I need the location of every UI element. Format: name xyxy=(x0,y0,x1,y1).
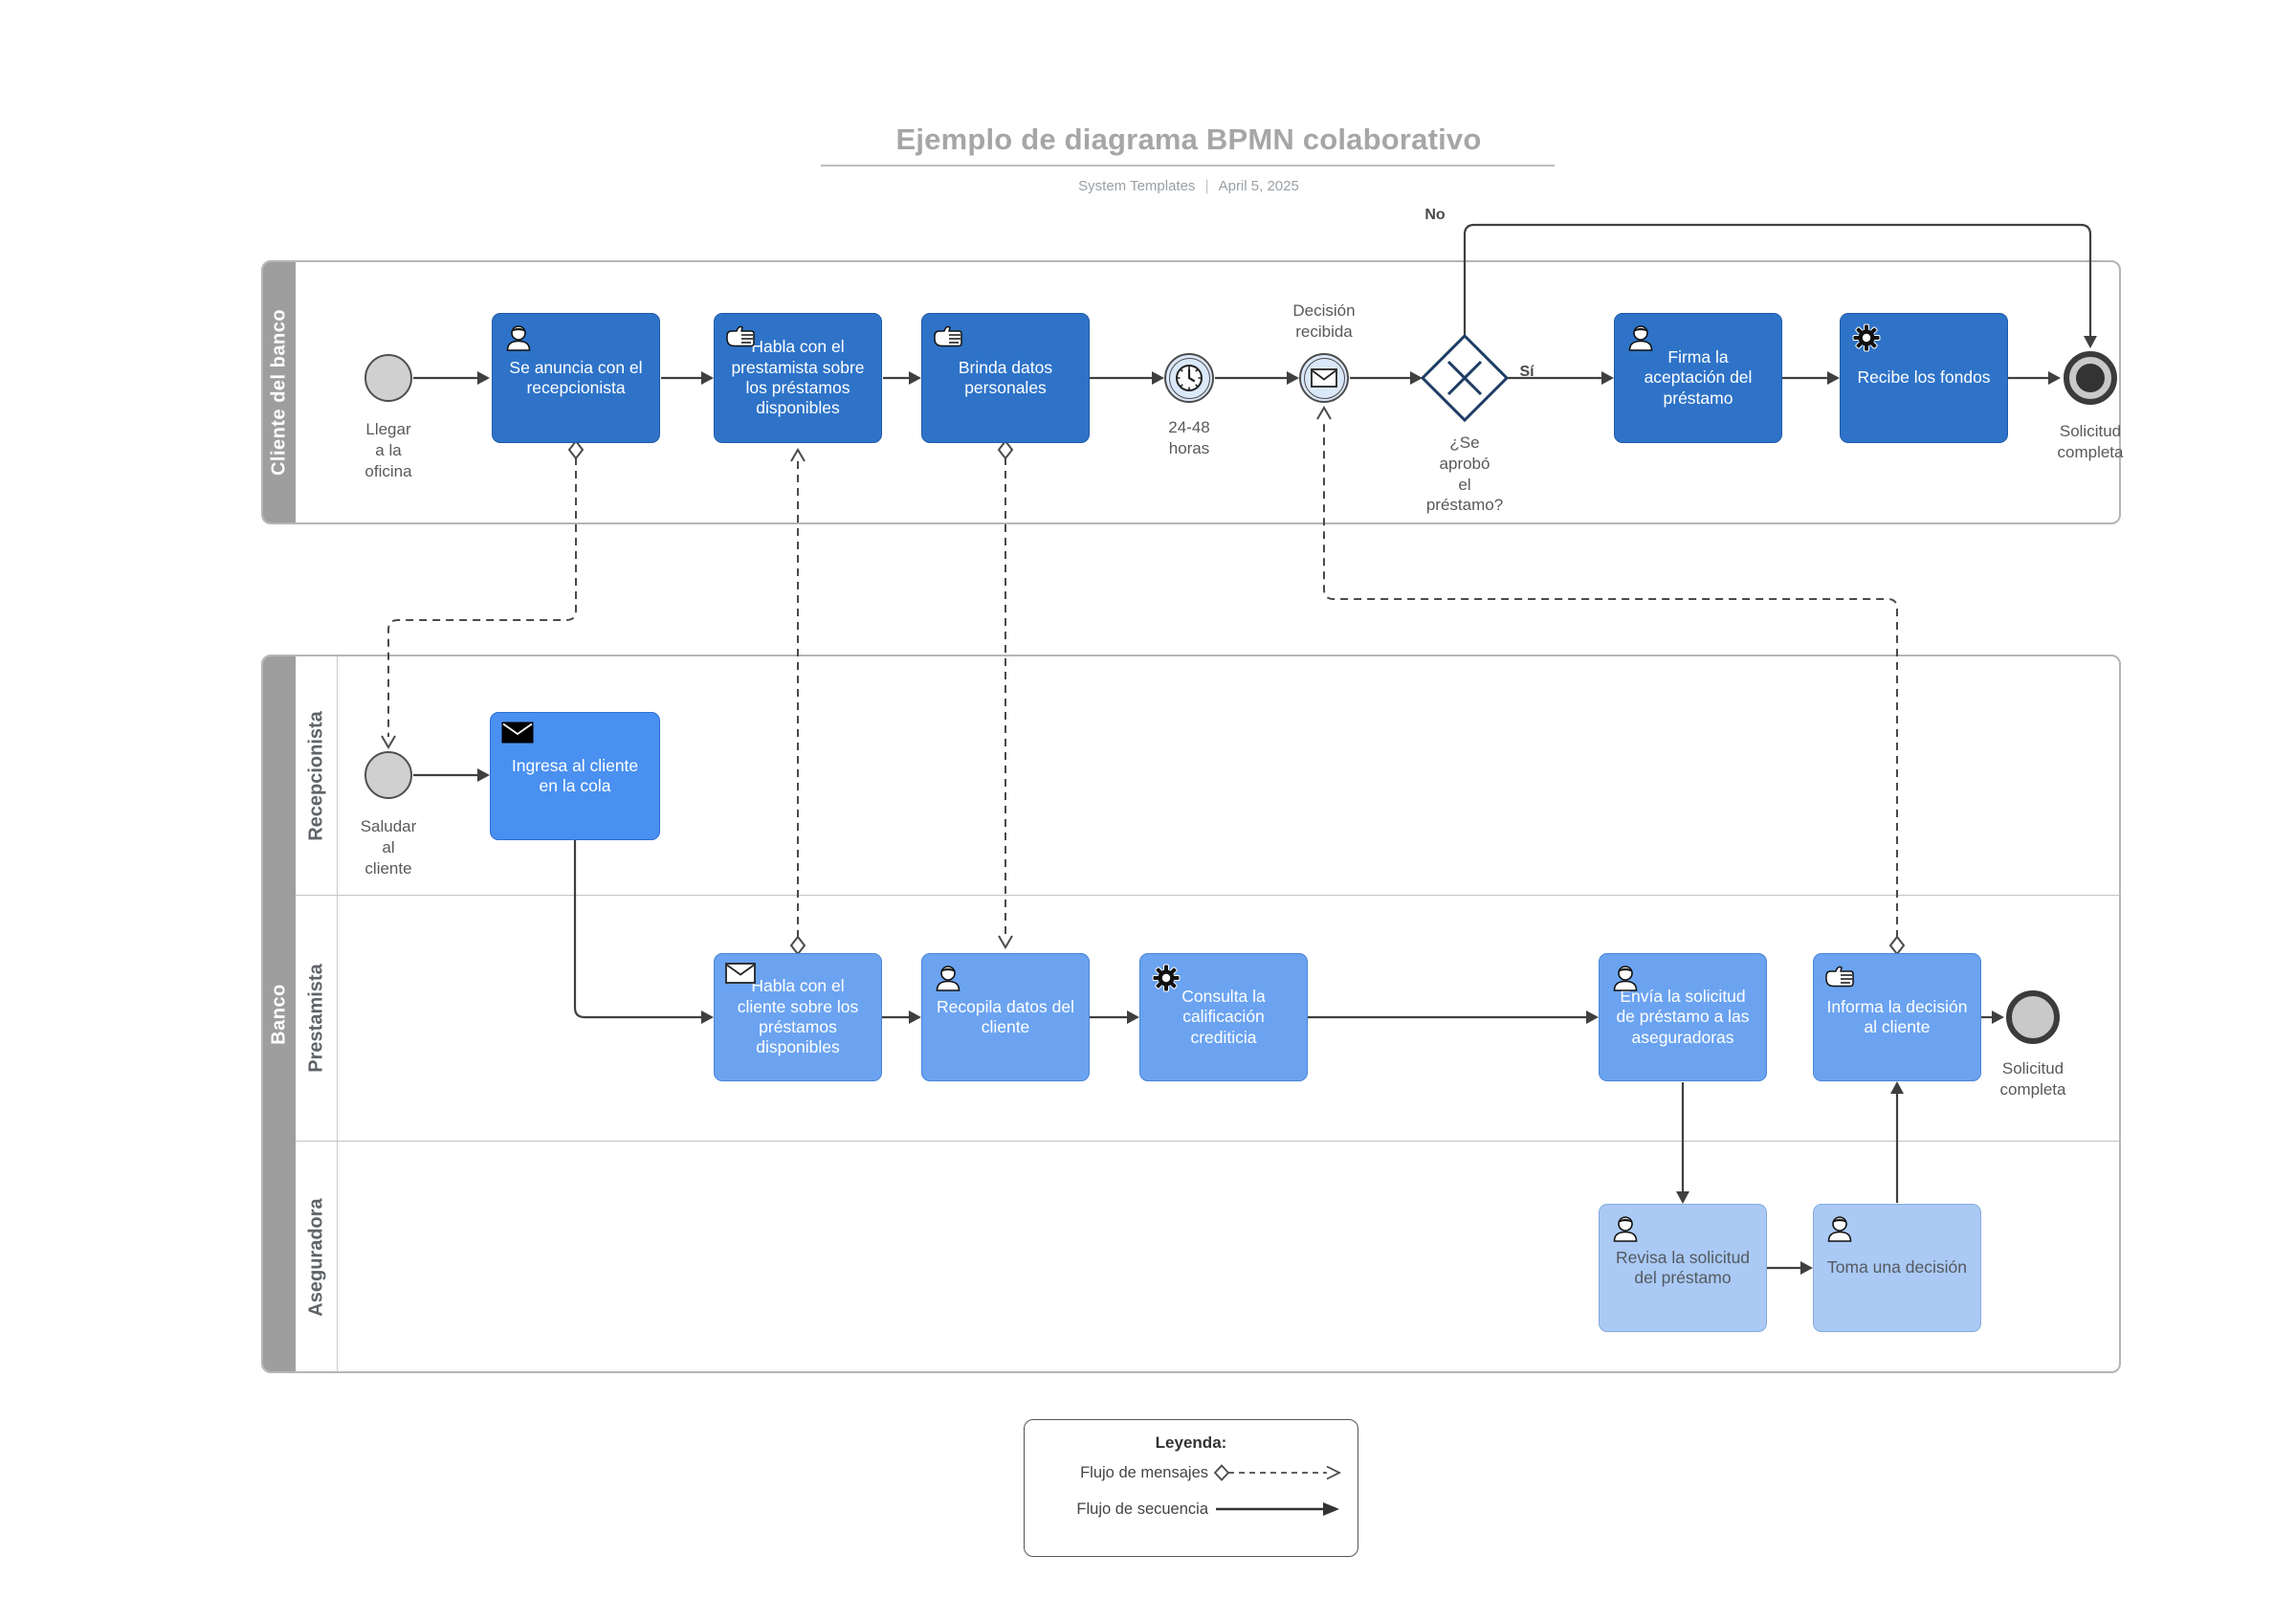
no-branch-flow xyxy=(1463,223,2092,336)
message-flow-diamonds xyxy=(567,439,1906,956)
gear-icon xyxy=(1151,963,1181,998)
person-icon xyxy=(1610,1213,1641,1249)
end-event-cliente-label: Solicitud completa xyxy=(2057,422,2124,461)
task-recibe-fondos[interactable]: Recibe los fondos xyxy=(1840,313,2008,443)
task-se-anuncia[interactable]: Se anuncia con el recepcionista xyxy=(492,313,660,443)
lane-divider-2 xyxy=(296,1141,2119,1142)
clock-icon xyxy=(1168,357,1210,399)
message-event-label: Decisión recibida xyxy=(1292,301,1356,341)
exclusive-gateway-shape[interactable] xyxy=(1420,333,1510,423)
person-icon xyxy=(1625,322,1656,358)
task-habla-cliente[interactable]: Habla con el cliente sobre los préstamos… xyxy=(714,953,882,1081)
sequence-flow-symbol xyxy=(1214,1500,1343,1522)
timer-event-label: 24-48 horas xyxy=(1168,418,1210,457)
end-event-banco-label: Solicitud completa xyxy=(1999,1059,2066,1099)
task-label: Consulta la calificación crediticia xyxy=(1181,986,1266,1047)
task-brinda-datos[interactable]: Brinda datos personales xyxy=(921,313,1090,443)
task-label: Informa la decisión al cliente xyxy=(1826,996,1968,1036)
message-catch-event[interactable] xyxy=(1299,353,1349,403)
envelope-outline-icon xyxy=(725,963,756,989)
task-informa-decision[interactable]: Informa la decisión al cliente xyxy=(1813,953,1981,1081)
task-label: Envía la solicitud de préstamo a las ase… xyxy=(1616,986,1750,1047)
message-flows xyxy=(387,419,1898,938)
task-firma-aceptacion[interactable]: Firma la aceptación del préstamo xyxy=(1614,313,1782,443)
lane-label-column xyxy=(296,656,338,1371)
gateway-no-label: No xyxy=(1424,207,1446,223)
task-habla-prestamista[interactable]: Habla con el prestamista sobre los prést… xyxy=(714,313,882,443)
timer-event[interactable] xyxy=(1164,353,1214,403)
lane-divider-1 xyxy=(296,895,2119,896)
subtitle-author: System Templates xyxy=(1078,178,1196,194)
start-event-llegar-label: Llegar a la oficina xyxy=(364,420,412,480)
hand-icon xyxy=(725,322,756,352)
pool-banco-strip: Banco xyxy=(263,656,296,1371)
end-event-inner-dot xyxy=(2076,364,2105,392)
task-revisa-solicitud[interactable]: Revisa la solicitud del préstamo xyxy=(1599,1204,1767,1332)
hand-icon xyxy=(1824,963,1855,992)
envelope-filled-icon xyxy=(501,722,534,748)
end-event-solicitud-banco[interactable] xyxy=(2006,990,2060,1044)
person-icon xyxy=(933,963,963,998)
task-label: Recibe los fondos xyxy=(1857,367,1991,388)
legend-message-flow-label: Flujo de mensajes xyxy=(1080,1464,1208,1481)
start-event-saludar[interactable] xyxy=(364,751,412,799)
task-label: Revisa la solicitud del préstamo xyxy=(1615,1247,1751,1287)
envelope-icon xyxy=(1303,357,1345,399)
task-recopila-datos[interactable]: Recopila datos del cliente xyxy=(921,953,1090,1081)
subtitle-date: April 5, 2025 xyxy=(1218,178,1299,194)
person-icon xyxy=(503,322,534,358)
title-underline xyxy=(821,165,1555,167)
task-label: Se anuncia con el recepcionista xyxy=(509,357,643,397)
sequence-flows xyxy=(413,223,2092,1270)
task-label: Recopila datos del cliente xyxy=(937,996,1074,1036)
task-ingresa-cola[interactable]: Ingresa al cliente en la cola xyxy=(490,712,660,840)
task-label: Habla con el cliente sobre los préstamos… xyxy=(737,976,859,1057)
task-label: Brinda datos personales xyxy=(958,357,1053,397)
task-toma-decision[interactable]: Toma una decisión xyxy=(1813,1204,1981,1332)
gateway-si-label: Sí xyxy=(1519,364,1534,380)
task-envia-solicitud[interactable]: Envía la solicitud de préstamo a las ase… xyxy=(1599,953,1767,1081)
hand-icon xyxy=(933,322,963,352)
sequence-arrowheads xyxy=(477,336,2097,1275)
page-subtitle: System Templates | April 5, 2025 xyxy=(670,178,1708,195)
task-label: Ingresa al cliente en la cola xyxy=(511,755,639,795)
task-label: Habla con el prestamista sobre los prést… xyxy=(731,337,865,418)
task-label: Firma la aceptación del préstamo xyxy=(1644,346,1753,408)
message-flow-symbol xyxy=(1213,1464,1343,1486)
person-icon xyxy=(1824,1213,1855,1249)
message-flow-arrowheads xyxy=(381,406,1332,949)
legend-sequence-flow-label: Flujo de secuencia xyxy=(1076,1500,1208,1518)
task-label: Toma una decisión xyxy=(1827,1257,1967,1278)
page-title: Ejemplo de diagrama BPMN colaborativo xyxy=(895,122,1482,156)
legend-box: Leyenda: Flujo de mensajes Flujo de secu… xyxy=(1024,1419,1358,1557)
subtitle-separator: | xyxy=(1204,178,1209,194)
end-event-solicitud-cliente[interactable] xyxy=(2064,351,2117,405)
task-consulta-calificacion[interactable]: Consulta la calificación crediticia xyxy=(1139,953,1308,1081)
pool-cliente-strip: Cliente del banco xyxy=(263,262,296,522)
person-icon xyxy=(1610,963,1641,998)
gear-icon xyxy=(1851,322,1882,358)
start-event-saludar-label: Saludar al cliente xyxy=(360,817,417,878)
start-event-llegar[interactable] xyxy=(364,354,412,402)
legend-title: Leyenda: xyxy=(1155,1433,1227,1452)
gateway-question-label: ¿Se aprobó el préstamo? xyxy=(1425,433,1504,515)
